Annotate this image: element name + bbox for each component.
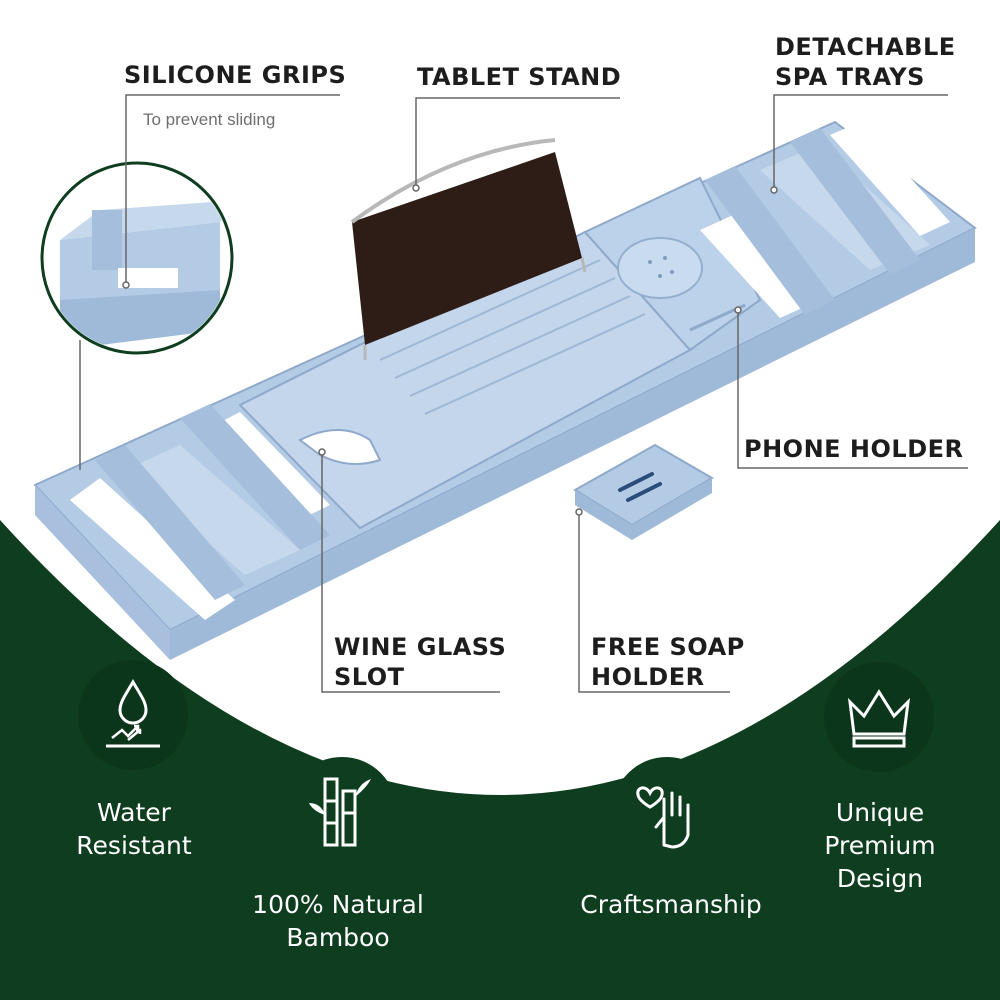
free-soap-holder-label: FREE SOAP HOLDER <box>591 633 745 691</box>
feature-unique-premium-design: Unique Premium Design <box>824 798 936 893</box>
crown-icon <box>824 662 934 772</box>
wine-glass-slot-label: WINE GLASS SLOT <box>334 633 507 691</box>
tablet-stand-label: TABLET STAND <box>417 63 622 91</box>
feature-natural-bamboo: 100% Natural Bamboo <box>252 890 424 952</box>
silicone-grips-sublabel: To prevent sliding <box>143 110 276 129</box>
water-drop-icon <box>78 660 188 770</box>
feature-water-resistant: Water Resistant <box>76 798 192 860</box>
silicone-grips-label: SILICONE GRIPS <box>124 61 347 89</box>
feature-craftsmanship: Craftsmanship <box>580 890 762 919</box>
bamboo-icon <box>287 757 397 867</box>
phone-holder-label: PHONE HOLDER <box>744 435 964 463</box>
heart-hand-icon <box>612 757 722 867</box>
detachable-spa-trays-label: DETACHABLE SPA TRAYS <box>775 33 956 91</box>
